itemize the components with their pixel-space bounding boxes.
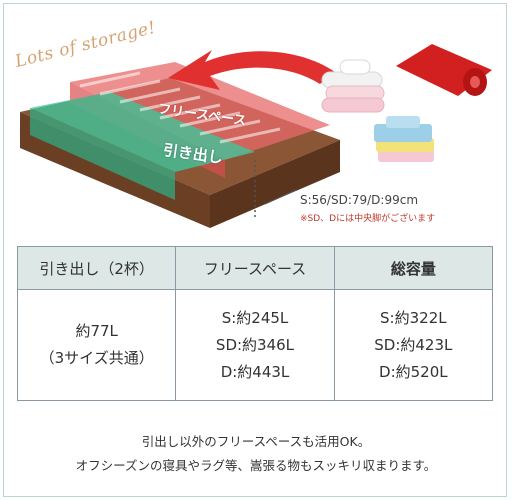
table-row: 約77L （3サイズ共通） S:約245L SD:約346L D:約443L S…: [16, 289, 494, 401]
total-sd: SD:約423L: [374, 335, 453, 354]
capacity-table: 引き出し（2杯） フリースペース 総容量 約77L （3サイズ共通） S:約24…: [16, 246, 494, 401]
cell-drawer: 約77L （3サイズ共通）: [16, 289, 177, 401]
drawer-volume-note: （3サイズ共通）: [39, 349, 154, 367]
drawer-front: [30, 108, 175, 200]
table-header-row: 引き出し（2杯） フリースペース 総容量: [16, 246, 494, 290]
bed-storage-illustration: [20, 44, 492, 228]
total-d: D:約520L: [379, 362, 448, 381]
header-drawer: 引き出し（2杯）: [16, 246, 177, 290]
dimension-line-2: [264, 189, 297, 205]
dimensions-text: S:56/SD:79/D:99cm: [300, 193, 419, 207]
rug-icon: [396, 44, 492, 96]
bed-slats: [79, 71, 281, 144]
free-space-s: S:約245L: [221, 308, 289, 327]
drawer-volume: [30, 92, 255, 172]
total-s: S:約322L: [380, 308, 447, 327]
bedding-stack-icon: [321, 59, 385, 113]
free-space-sd: SD:約346L: [215, 335, 295, 354]
cell-total: S:約322L SD:約423L D:約520L: [333, 289, 494, 401]
free-space-d: D:約443L: [220, 362, 290, 381]
caption-line-1: 引出し以外のフリースペースも活用OK。: [141, 434, 371, 449]
caption-line-2: オフシーズンの寝具やラグ等、嵩張る物もスッキリ収まります。: [75, 458, 437, 473]
center-leg-note: ※SD、Dには中央脚がございます: [300, 214, 436, 224]
clothes-stack-icon: [374, 116, 434, 162]
drawer-volume-value: 約77L: [75, 322, 118, 340]
arrow-icon: [168, 50, 335, 90]
cell-free-space: S:約245L SD:約346L D:約443L: [175, 289, 335, 401]
header-total: 総容量: [333, 246, 494, 290]
header-free-space: フリースペース: [175, 246, 335, 290]
bed-right-side: [210, 140, 340, 228]
